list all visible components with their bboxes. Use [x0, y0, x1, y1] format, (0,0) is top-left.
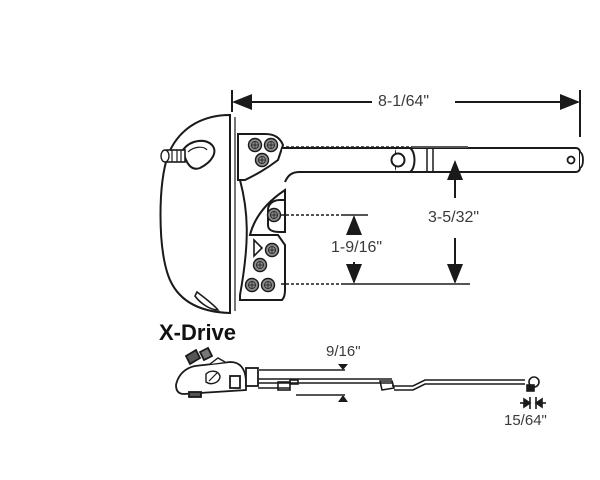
- hole-spacing-label: 1-9/16": [331, 239, 383, 256]
- side-view-arm: [258, 369, 540, 396]
- hole-spacing-dimension: [281, 214, 368, 285]
- arm-offset-dimension: [342, 160, 470, 285]
- operator-arm: [282, 147, 584, 183]
- arm-height-label: 9/16": [326, 343, 361, 360]
- overall-length-dimension: [231, 90, 581, 137]
- shoe-width-markers: [520, 397, 546, 409]
- shoe-width-label: 15/64": [504, 412, 547, 429]
- side-view-operator: [175, 346, 259, 398]
- spline-shaft: [160, 149, 186, 163]
- arm-offset-label: 3-5/32": [428, 209, 480, 226]
- operator-housing: [159, 113, 236, 315]
- arm-height-markers: [338, 364, 348, 402]
- product-title: X-Drive: [159, 320, 237, 345]
- overall-length-label: 8-1/64": [378, 93, 430, 110]
